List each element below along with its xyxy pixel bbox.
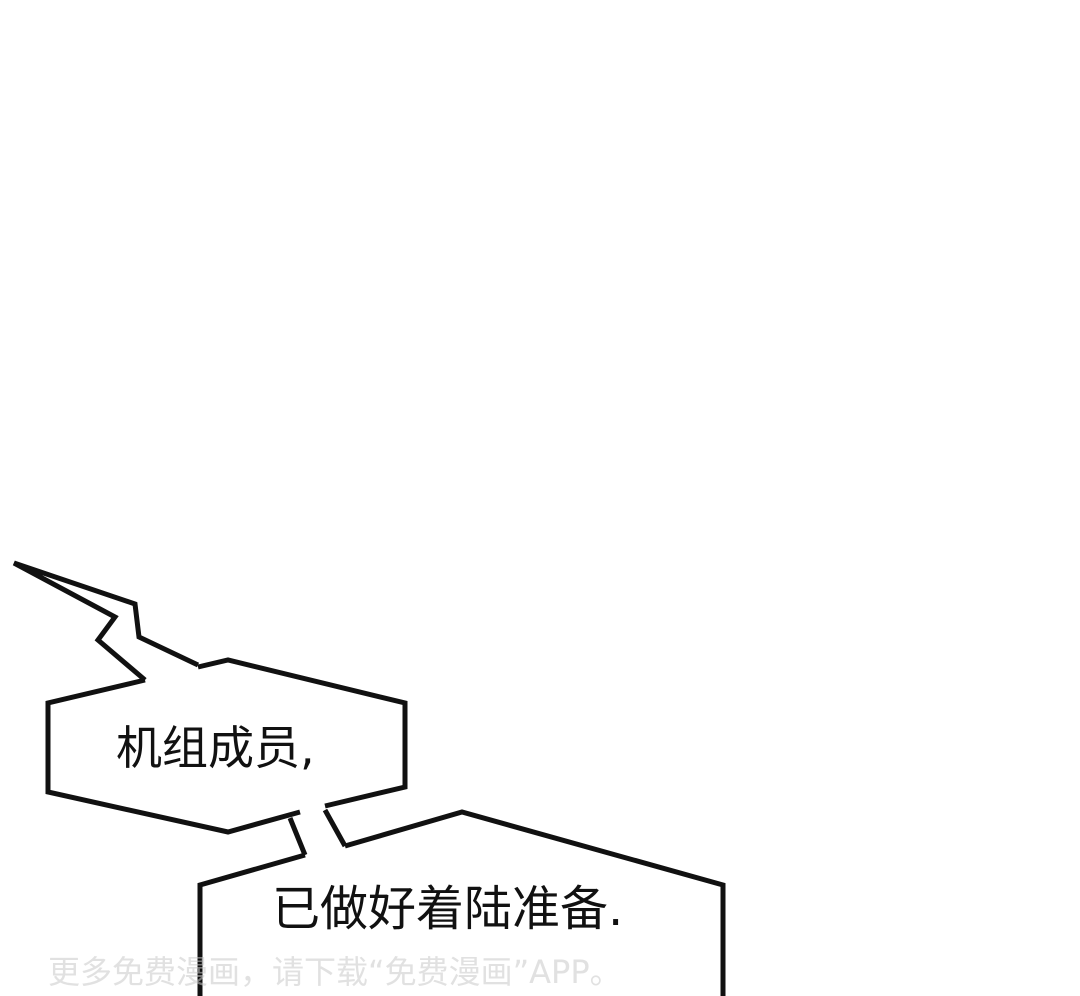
bubble-2-text: 已做好着陆准备. bbox=[272, 881, 624, 937]
bubble-1-text: 机组成员, bbox=[116, 721, 315, 775]
watermark: 更多免费漫画，请下载“免费漫画”APP。 bbox=[48, 953, 622, 991]
bubble-1-tail bbox=[12, 560, 200, 682]
bubble-1-outline bbox=[45, 657, 408, 835]
bubble-2-outline bbox=[197, 809, 726, 996]
bubble-connector bbox=[287, 808, 348, 856]
